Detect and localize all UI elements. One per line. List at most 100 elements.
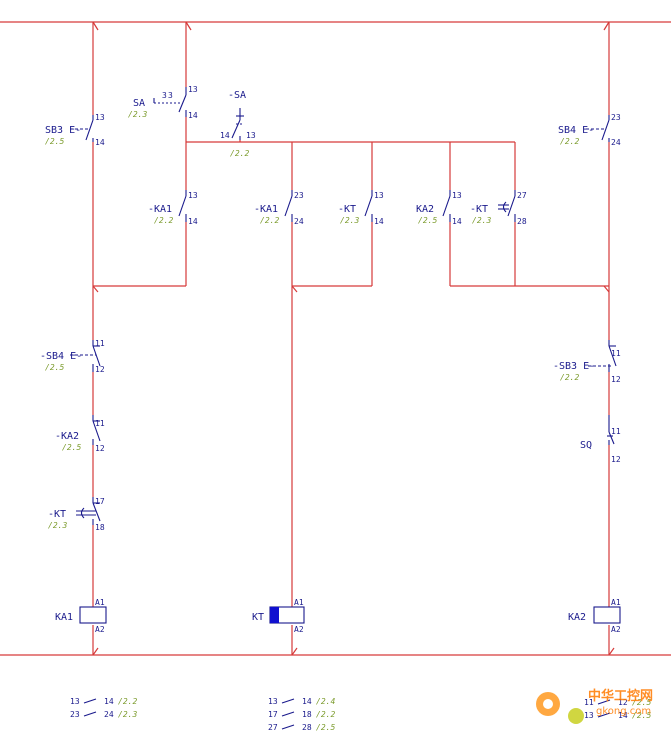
sb4a-pin-23: 23 [611, 113, 621, 122]
xref-ref: /2.5 [316, 723, 335, 732]
wiring [0, 21, 671, 656]
sb4b-label: -SB4 E- [40, 351, 82, 362]
sq-pin-11: 11 [611, 427, 621, 436]
xref-nc: 18 [302, 710, 312, 719]
sq-limit-switch [607, 415, 615, 445]
ka2-coil-a2: A2 [611, 625, 621, 634]
sa2-pin-14: 14 [220, 131, 230, 140]
ka2b-ref: /2.5 [62, 443, 81, 452]
ka1a-label: -KA1 [148, 204, 172, 215]
sa-pin-14: 14 [188, 111, 198, 120]
ka1a-ref: /2.2 [154, 216, 173, 225]
ka2a-ref: /2.5 [418, 216, 437, 225]
kt-coil [269, 606, 305, 624]
ka2b-label: -KA2 [55, 431, 79, 442]
kt3-pin-17: 17 [95, 497, 105, 506]
xref-contact-symbol [597, 712, 611, 718]
ka1b-ref: /2.2 [260, 216, 279, 225]
xref-contact-symbol [281, 724, 295, 730]
ka2a-pin-14: 14 [452, 217, 462, 226]
sb4a-pin-24: 24 [611, 138, 621, 147]
ka1-contact-13-14 [178, 190, 187, 222]
sb3b-ref: /2.2 [560, 373, 579, 382]
xref-ref: /2.3 [118, 710, 137, 719]
ka1b-pin-24: 24 [294, 217, 304, 226]
kt3-ref: /2.3 [48, 521, 67, 530]
ka2-contact-13-14 [442, 190, 451, 222]
xref-nc: 14 [302, 697, 312, 706]
kt-coil-a1: A1 [294, 598, 304, 607]
sb3-label: SB3 E- [45, 125, 81, 136]
watermark-title: 中华工控网 [588, 688, 653, 704]
ka2a-label: KA2 [416, 204, 434, 215]
sb4a-ref: /2.2 [560, 137, 579, 146]
sq-label: SQ [580, 440, 592, 451]
ka1a-pin-14: 14 [188, 217, 198, 226]
ka1-coil [79, 606, 107, 624]
sb3b-pin-12: 12 [611, 375, 621, 384]
sa-pos-2: 3 [168, 91, 173, 100]
sa-ref: /2.3 [128, 110, 147, 119]
xref-no: 27 [268, 723, 278, 732]
xref-nc: 14 [104, 697, 114, 706]
kt3-label: -KT [48, 509, 66, 520]
sa2-label: -SA [228, 90, 246, 101]
kt-coil-a2: A2 [294, 625, 304, 634]
kt1-pin-13: 13 [374, 191, 384, 200]
kt1-label: -KT [338, 204, 356, 215]
sq-pin-12: 12 [611, 455, 621, 464]
kt1-ref: /2.3 [340, 216, 359, 225]
xref-nc: 14 [618, 711, 628, 720]
kt3-pin-18: 18 [95, 523, 105, 532]
xref-ref: /2.2 [118, 697, 137, 706]
sb4-pushbutton-nc [70, 340, 101, 372]
xref-ref: /2.4 [316, 697, 335, 706]
xref-contact-symbol [281, 711, 295, 717]
ka2b-pin-12: 12 [95, 444, 105, 453]
xref-ref: /2.5 [632, 698, 651, 707]
kt1-pin-14: 14 [374, 217, 384, 226]
sb3-pushbutton-nc [588, 340, 617, 372]
sb3b-pin-11: 11 [611, 349, 621, 358]
kt-timed-contact-27-28 [498, 190, 516, 222]
ka1b-pin-23: 23 [294, 191, 304, 200]
sb4a-label: SB4 E- [558, 125, 594, 136]
ka1-coil-a2: A2 [95, 625, 105, 634]
kt-contact-13-14 [364, 190, 373, 222]
xref-no: 11 [584, 698, 594, 707]
xref-nc: 12 [618, 698, 628, 707]
xref-nc: 28 [302, 723, 312, 732]
sb3b-label: -SB3 E- [553, 361, 595, 372]
kt2-ref: /2.3 [472, 216, 491, 225]
ka1b-label: -KA1 [254, 204, 278, 215]
ka1-contact-23-24 [284, 190, 293, 222]
ka1-coil-a1: A1 [95, 598, 105, 607]
kt2-pin-28: 28 [517, 217, 527, 226]
sb4b-pin-11: 11 [95, 339, 105, 348]
xref-ref: /2.5 [632, 711, 651, 720]
sa2-contact [231, 108, 244, 140]
sa-pos-1: 3 [162, 91, 167, 100]
xref-no: 23 [70, 710, 80, 719]
ka2-contact-nc [92, 415, 101, 445]
sa-label: SA [133, 98, 145, 109]
xref-contact-symbol [597, 699, 611, 705]
kt2-label: -KT [470, 204, 488, 215]
component-labels: SB3 E- /2.5 13 14 SA /2.3 13 14 3 3 -SA … [40, 85, 621, 634]
ka1-coil-label: KA1 [55, 612, 73, 623]
kt-coil-label: KT [252, 612, 264, 623]
watermark-url: gkong.com [596, 706, 651, 717]
sb3-pin-13: 13 [95, 113, 105, 122]
xref-contact-symbol [83, 711, 97, 717]
sb4b-pin-12: 12 [95, 365, 105, 374]
watermark-logo: 中华工控网 gkong.com [536, 688, 653, 724]
sa-pin-13: 13 [188, 85, 198, 94]
ka2b-pin-11: 11 [95, 419, 105, 428]
ka2a-pin-13: 13 [452, 191, 462, 200]
sa2-ref: /2.2 [230, 149, 249, 158]
